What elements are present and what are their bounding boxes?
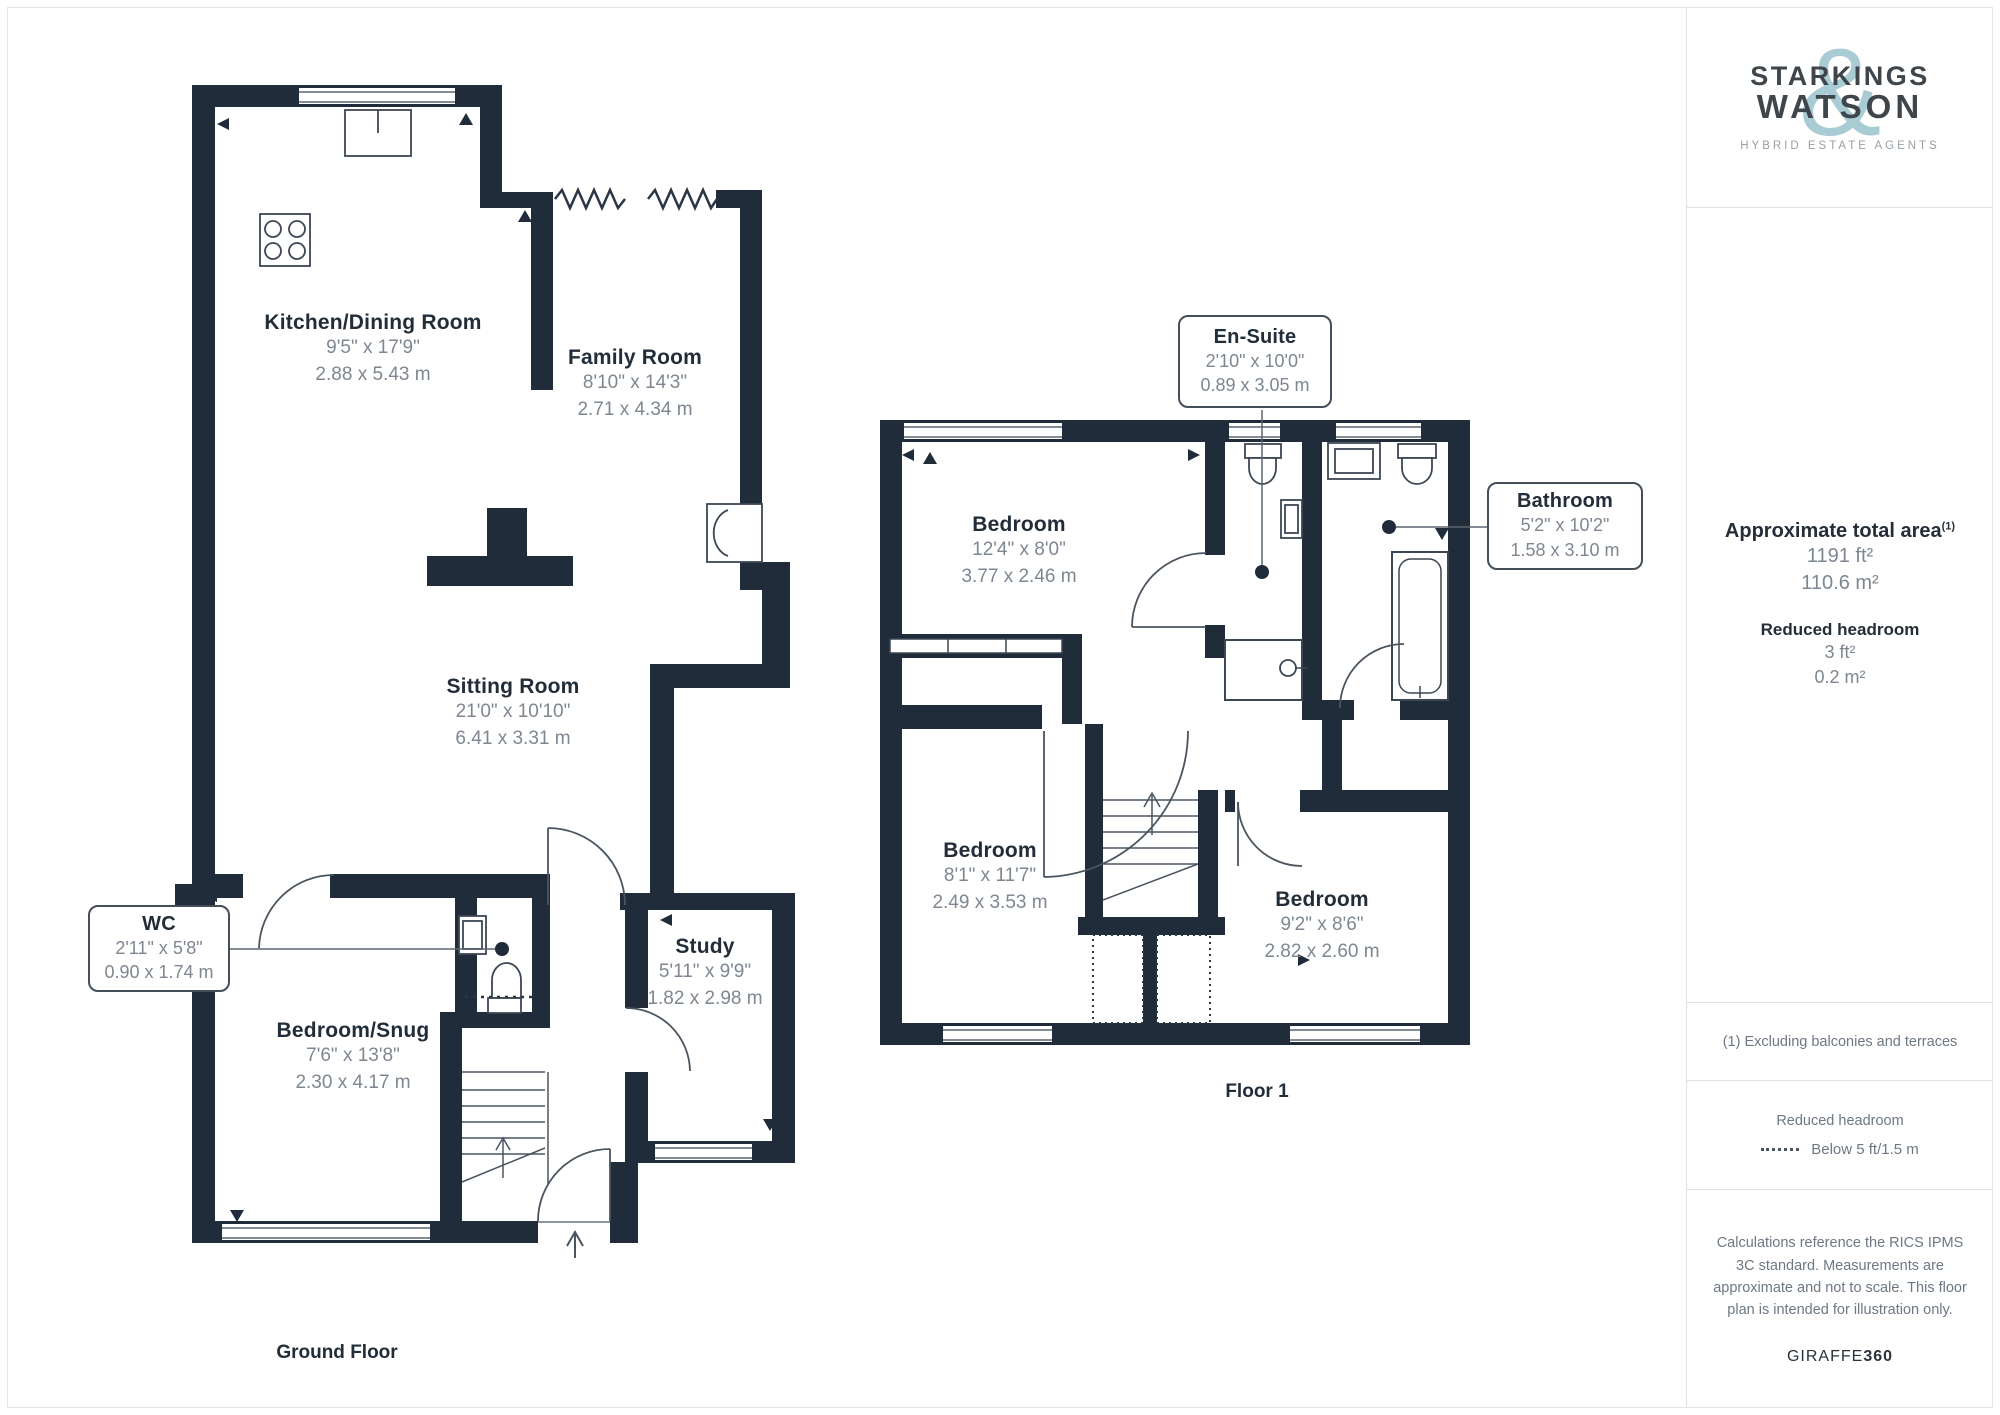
giraffe360-logo: GIRAFFE360: [1786, 1347, 1894, 1365]
first-floor-windows: [904, 423, 1421, 1042]
room-label-bedroom-1: Bedroom 12'4" x 8'0" 3.77 x 2.46 m: [961, 513, 1077, 587]
logo-text-starkings: STARKINGS: [1750, 60, 1930, 91]
total-area-ft: 1191 ft²: [1806, 544, 1874, 567]
disclaimer-text: Calculations reference the RICS IPMS 3C …: [1713, 1235, 1967, 1319]
wardrobe-icon: [889, 638, 1063, 654]
legend-section: Reduced headroom Below 5 ft/1.5 m: [1687, 1081, 1993, 1190]
footnote-section: (1) Excluding balconies and terraces: [1687, 1003, 1993, 1081]
ensuite-toilet-icon: [1244, 443, 1282, 485]
reduced-headroom-title: Reduced headroom: [1760, 619, 1920, 639]
bathtub-icon: [1391, 551, 1449, 701]
cooktop-icon: [259, 213, 311, 267]
ground-floor-doors: [258, 827, 691, 1223]
logo-text-watson: WATSON: [1756, 87, 1924, 125]
entrance-arrow: [566, 1229, 584, 1258]
room-label-bedroom-2: Bedroom 8'1" x 11'7" 2.49 x 3.53 m: [932, 839, 1048, 913]
ground-floor-title: Ground Floor: [276, 1342, 398, 1363]
first-floor-title: Floor 1: [1225, 1081, 1289, 1102]
wc-leader-line: [230, 942, 509, 956]
wc-toilet-icon: [487, 962, 522, 1014]
disclaimer-section: Calculations reference the RICS IPMS 3C …: [1687, 1190, 1993, 1408]
reduced-headroom-storage: [1092, 934, 1211, 1024]
balconies-footnote: (1) Excluding balconies and terraces: [1722, 1033, 1958, 1050]
ground-floor-windows: [222, 88, 752, 1240]
dimension-arrows-ground: [205, 113, 777, 1222]
room-label-study: Study 5'11" x 9'9" 1.82 x 2.98 m: [647, 935, 763, 1009]
total-area-m: 110.6 m²: [1801, 572, 1879, 595]
bathroom-toilet-icon: [1397, 443, 1437, 485]
open-wall-zigzag: [554, 186, 719, 212]
callout-bathroom: Bathroom 5'2" x 10'2" 1.58 x 3.10 m: [1487, 482, 1643, 570]
room-label-kitchen-dining: Kitchen/Dining Room 9'5" x 17'9" 2.88 x …: [264, 311, 482, 385]
ground-floor-stairs: [461, 1071, 549, 1185]
ensuite-leader-line: [1255, 410, 1269, 579]
area-summary: Approximate total area(1) 1191 ft² 110.6…: [1687, 208, 1993, 1003]
room-label-bedroom-3: Bedroom 9'2" x 8'6" 2.82 x 2.60 m: [1264, 888, 1380, 962]
legend-item-label: Below 5 ft/1.5 m: [1811, 1140, 1919, 1158]
reduced-headroom-m: 0.2 m²: [1814, 667, 1866, 688]
room-label-sitting-room: Sitting Room 21'0" x 10'10" 6.41 x 3.31 …: [446, 675, 580, 749]
ampersand-logo-glyph: &: [1798, 24, 1882, 162]
callout-wc: WC 2'11" x 5'8" 0.90 x 1.74 m: [88, 905, 230, 992]
logo-tagline: HYBRID ESTATE AGENTS: [1740, 140, 1940, 153]
bay-window-icon: [706, 503, 763, 563]
first-floor-doors: [1043, 552, 1405, 878]
bathroom-sink-icon: [1327, 442, 1381, 480]
callout-ensuite: En-Suite 2'10" x 10'0" 0.89 x 3.05 m: [1178, 315, 1332, 408]
ensuite-sink-icon: [1280, 499, 1303, 539]
total-area-title: Approximate total area(1): [1724, 519, 1956, 542]
first-floor-stairs: [1102, 791, 1199, 901]
shower-icon: [1224, 639, 1308, 701]
room-label-family-room: Family Room 8'10" x 14'3" 2.71 x 4.34 m: [567, 346, 703, 420]
info-sidebar: & STARKINGS WATSON HYBRID ESTATE AGENTS …: [1686, 7, 1993, 1408]
dotted-line-key: [1761, 1147, 1800, 1151]
dimension-arrows-first: [883, 449, 1449, 1012]
bathroom-leader-line: [1382, 520, 1487, 534]
legend-title: Reduced headroom: [1776, 1112, 1904, 1129]
reduced-headroom-ft: 3 ft²: [1824, 641, 1856, 662]
agency-logo: & STARKINGS WATSON HYBRID ESTATE AGENTS: [1687, 7, 1993, 208]
footnote-marker: (1): [1941, 520, 1956, 533]
kitchen-sink-icon: [344, 109, 412, 157]
room-label-bedroom-snug: Bedroom/Snug 7'6" x 13'8" 2.30 x 4.17 m: [276, 1019, 430, 1093]
